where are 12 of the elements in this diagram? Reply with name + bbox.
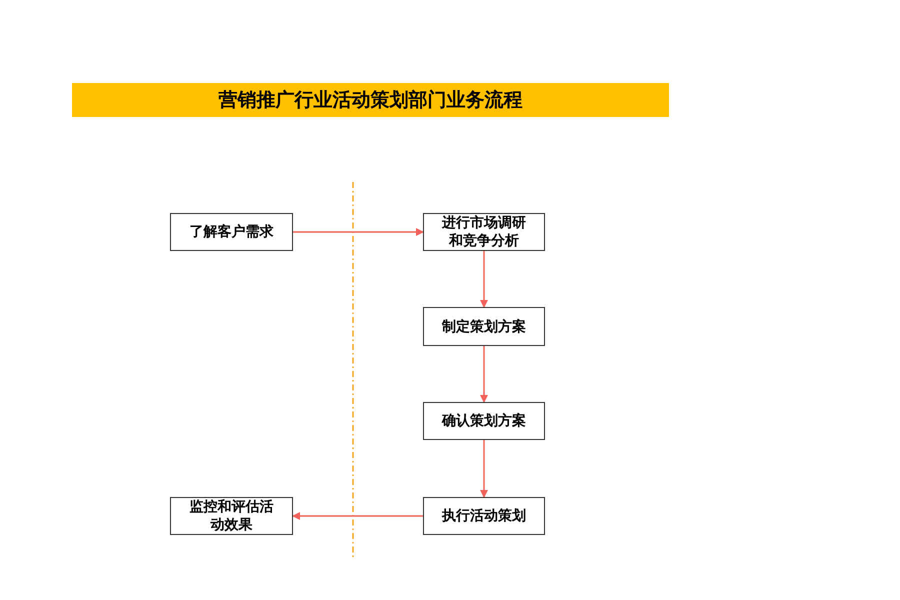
process-box: 监控和评估活动效果 — [170, 497, 293, 535]
process-box: 确认策划方案 — [423, 402, 545, 440]
process-box: 了解客户需求 — [170, 213, 293, 251]
arrow — [293, 228, 424, 236]
process-box: 制定策划方案 — [423, 307, 545, 346]
arrow — [480, 251, 488, 308]
arrow — [292, 512, 423, 520]
arrow — [480, 440, 488, 498]
process-box: 执行活动策划 — [423, 497, 545, 535]
process-box: 进行市场调研和竞争分析 — [423, 213, 545, 251]
title-banner: 营销推广行业活动策划部门业务流程 — [72, 83, 669, 117]
arrow — [480, 346, 488, 403]
